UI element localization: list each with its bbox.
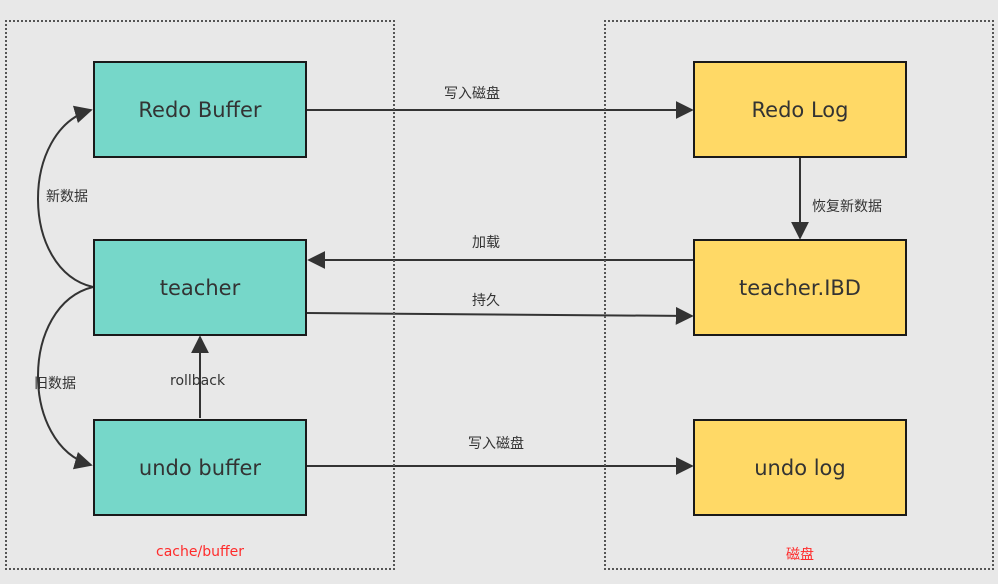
load-label: 加载 [472,235,500,251]
undo-log-node: undo log [693,419,907,516]
new-data-label: 新数据 [46,189,88,205]
disk-region-label: 磁盘 [786,547,814,563]
teacher-node: teacher [93,239,307,336]
undo-write-label: 写入磁盘 [468,436,524,452]
redo-write-label: 写入磁盘 [444,86,500,102]
arrow-old-data [37,286,94,470]
disk-region [604,20,994,570]
cache-buffer-region [5,20,395,570]
recover-label: 恢复新数据 [812,199,882,215]
arrow-persist [306,306,694,325]
redo-buffer-node: Redo Buffer [93,61,307,158]
rollback-label: rollback [170,373,226,389]
arrow-new-data [37,105,94,288]
teacher-ibd-node: teacher.IBD [693,239,907,336]
redo-log-node: Redo Log [693,61,907,158]
old-data-label: 旧数据 [34,376,76,392]
persist-label: 持久 [472,293,500,309]
cache-buffer-region-label: cache/buffer [156,544,244,560]
undo-buffer-node: undo buffer [93,419,307,516]
